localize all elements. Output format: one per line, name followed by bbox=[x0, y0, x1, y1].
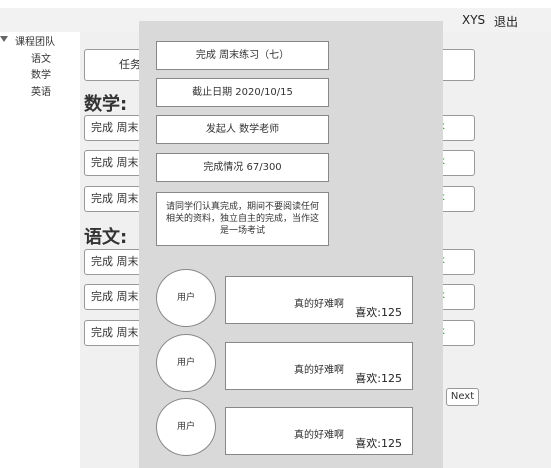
comment-likes[interactable]: 喜欢:125 bbox=[355, 306, 402, 319]
comment-text: 真的好难啊 bbox=[294, 299, 344, 310]
task-row-label: 完成 周末 bbox=[91, 156, 139, 169]
task-row-label: 完成 周末 bbox=[91, 192, 139, 205]
task-row-label: 完成 周末 bbox=[91, 255, 139, 268]
comment-text: 真的好难啊 bbox=[294, 430, 344, 441]
sidebar-item-english[interactable]: 英语 bbox=[31, 87, 51, 98]
task-title: 完成 周末练习（七） bbox=[156, 41, 329, 70]
task-deadline: 截止日期 2020/10/15 bbox=[156, 78, 329, 107]
comment-likes[interactable]: 喜欢:125 bbox=[355, 372, 402, 385]
task-row-label: 完成 周末 bbox=[91, 326, 139, 339]
sidebar-root-course-team[interactable]: 课程团队 bbox=[15, 37, 55, 48]
comment-avatar[interactable]: 用户 bbox=[156, 398, 216, 456]
comment-avatar[interactable]: 用户 bbox=[156, 334, 216, 392]
task-detail-modal: 完成 周末练习（七） 截止日期 2020/10/15 发起人 数学老师 完成情况… bbox=[139, 21, 443, 468]
sidebar-item-math[interactable]: 数学 bbox=[31, 70, 51, 81]
logout-link[interactable]: 退出 bbox=[494, 15, 519, 29]
user-name[interactable]: XYS bbox=[462, 13, 486, 27]
task-description: 请同学们认真完成，期间不要阅读任何相关的资料，独立自主的完成，当作这是一场考试 bbox=[156, 192, 329, 246]
comment-avatar[interactable]: 用户 bbox=[156, 269, 216, 327]
comment-item: 真的好难啊 喜欢:125 bbox=[225, 276, 413, 324]
chevron-down-icon[interactable] bbox=[0, 36, 8, 42]
sidebar-item-chinese[interactable]: 语文 bbox=[31, 54, 51, 65]
math-section-heading: 数学: bbox=[84, 94, 128, 115]
comment-text: 真的好难啊 bbox=[294, 365, 344, 376]
task-publisher: 发起人 数学老师 bbox=[156, 115, 329, 144]
comment-item: 真的好难啊 喜欢:125 bbox=[225, 342, 413, 390]
task-tab-label: 任务 bbox=[119, 58, 141, 71]
comment-item: 真的好难啊 喜欢:125 bbox=[225, 407, 413, 455]
task-progress: 完成情况 67/300 bbox=[156, 153, 329, 182]
chinese-section-heading: 语文: bbox=[84, 227, 128, 248]
task-row-label: 完成 周末 bbox=[91, 290, 139, 303]
comment-likes[interactable]: 喜欢:125 bbox=[355, 437, 402, 450]
task-row-label: 完成 周末 bbox=[91, 121, 139, 134]
next-button[interactable]: Next bbox=[446, 388, 479, 406]
